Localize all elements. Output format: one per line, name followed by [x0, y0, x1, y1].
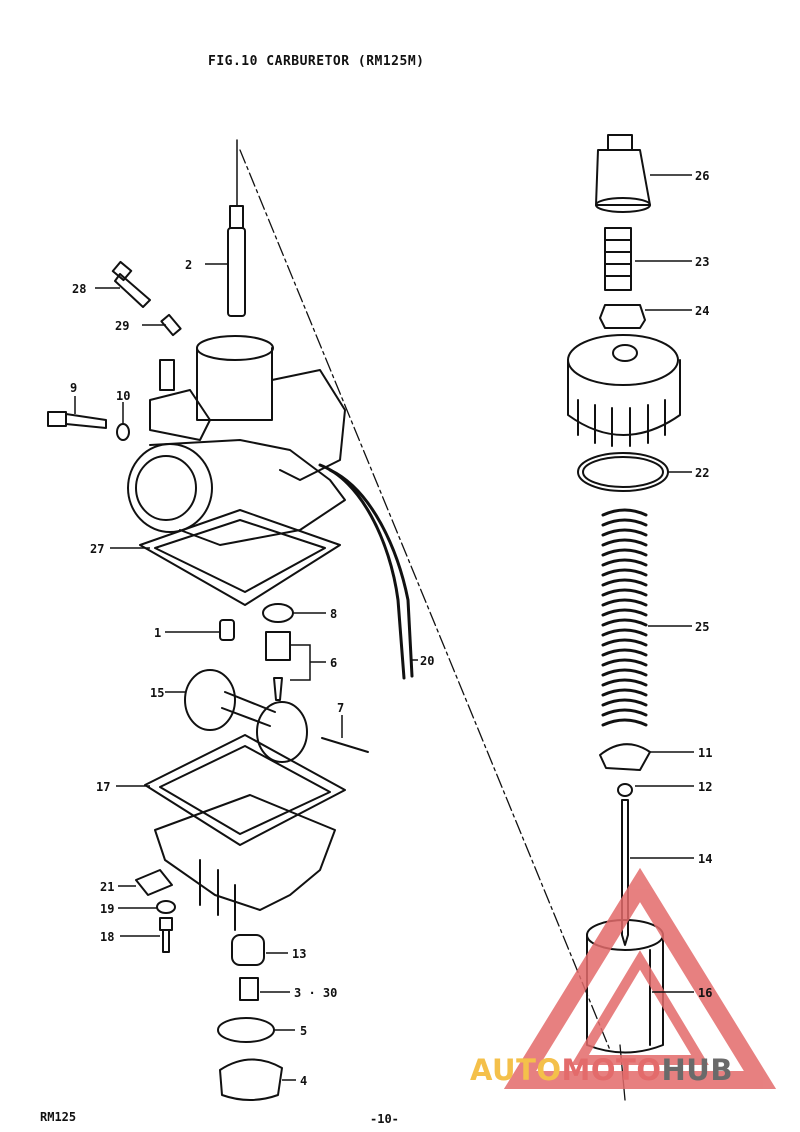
part-21-bracket	[135, 869, 173, 896]
callout-17: 17	[96, 780, 110, 794]
callout-29: 29	[115, 319, 129, 333]
part-29-screw	[160, 313, 182, 337]
part-17-gasket	[144, 734, 346, 846]
callout-21: 21	[100, 880, 114, 894]
part-22-o-ring	[577, 452, 669, 492]
callout-26: 26	[695, 169, 709, 183]
part-top-cap	[567, 334, 681, 447]
callout-27: 27	[90, 542, 104, 556]
part-5-o-ring	[217, 1017, 275, 1043]
callout-10: 10	[116, 389, 130, 403]
callout-8: 8	[330, 607, 337, 621]
part-1-jet	[219, 619, 235, 641]
callout-15: 15	[150, 686, 164, 700]
part-20-hose	[318, 463, 414, 680]
watermark-logo	[503, 867, 777, 1089]
part-6-valve-seat	[265, 631, 291, 701]
callout-23: 23	[695, 255, 709, 269]
callout-7: 7	[337, 701, 344, 715]
part-8-o-ring	[262, 603, 294, 623]
callout-1: 1	[154, 626, 161, 640]
part-15-float	[184, 669, 308, 763]
part-7-pin	[321, 737, 369, 753]
part-27-gasket	[139, 509, 341, 606]
part-2-needle-jet	[227, 205, 246, 317]
carburetor-body	[127, 335, 346, 546]
callout-3-30: 3 · 30	[294, 986, 337, 1000]
part-28-screw	[111, 260, 151, 308]
part-9-screw	[47, 411, 107, 429]
watermark-part-2: MOTO	[561, 1053, 662, 1087]
figure-title: FIG.10 CARBURETOR (RM125M)	[208, 54, 425, 69]
callout-20: 20	[420, 654, 434, 668]
watermark-text: AUTOMOTOHUB	[470, 1053, 733, 1087]
callout-12: 12	[698, 780, 712, 794]
part-26-cap	[595, 134, 651, 213]
part-12-clip	[617, 783, 633, 797]
callout-18: 18	[100, 930, 114, 944]
callout-5: 5	[300, 1024, 307, 1038]
part-18-screw	[159, 917, 173, 953]
callout-6: 6	[330, 656, 337, 670]
float-bowl	[154, 794, 336, 931]
callout-4: 4	[300, 1074, 307, 1088]
watermark-part-3: HUB	[661, 1053, 733, 1087]
part-19-washer	[156, 900, 176, 914]
callout-19: 19	[100, 902, 114, 916]
part-3-jet	[239, 977, 259, 1001]
callout-14: 14	[698, 852, 712, 866]
part-23-adjuster	[604, 227, 632, 291]
callout-11: 11	[698, 746, 712, 760]
callout-16: 16	[698, 986, 712, 1000]
part-13-plug	[231, 934, 265, 966]
footer-page-number: -10-	[370, 1112, 399, 1126]
part-25-spring	[601, 508, 648, 727]
callout-9: 9	[70, 381, 77, 395]
part-24-nut	[599, 304, 646, 329]
part-10-spring	[116, 423, 130, 441]
callout-24: 24	[695, 304, 709, 318]
callout-13: 13	[292, 947, 306, 961]
callout-25: 25	[695, 620, 709, 634]
part-11-plate	[599, 743, 651, 771]
callout-22: 22	[695, 466, 709, 480]
part-4-cap	[219, 1058, 283, 1101]
callout-2: 2	[185, 258, 192, 272]
callout-28: 28	[72, 282, 86, 296]
watermark-part-1: AUTO	[470, 1053, 562, 1087]
footer-model: RM125	[40, 1110, 77, 1124]
